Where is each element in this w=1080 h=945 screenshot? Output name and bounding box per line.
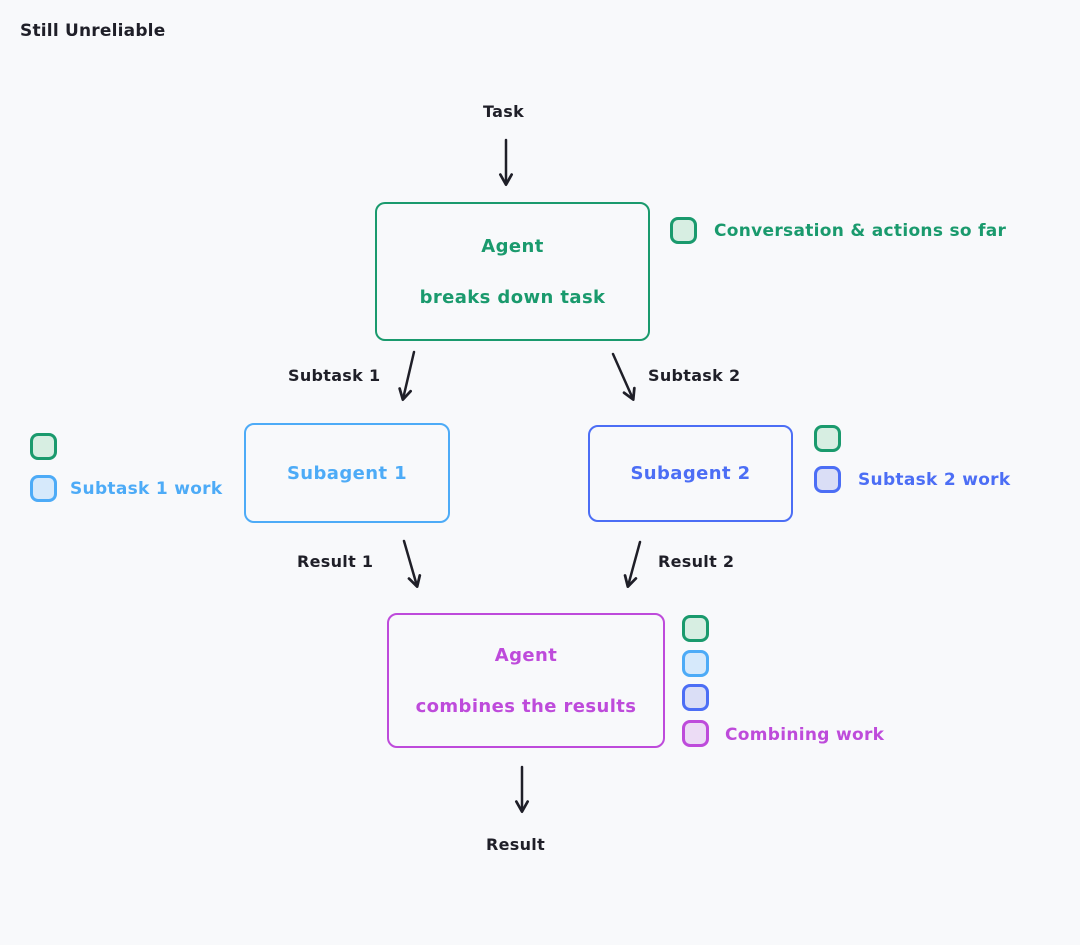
- subtask1-chip-blue: [30, 475, 57, 502]
- subtask1-chip-green: [30, 433, 57, 460]
- subagent2-node: Subagent 2: [588, 425, 793, 522]
- result2-label: Result 2: [658, 552, 735, 571]
- result-label: Result: [486, 835, 546, 854]
- conversation-chip-green: [670, 217, 697, 244]
- agent-combine-line1: Agent: [494, 644, 558, 666]
- task-label: Task: [483, 102, 525, 121]
- agent-combine-line2: combines the results: [415, 695, 637, 717]
- combining-chip-green: [682, 615, 709, 642]
- combining-chip-indigo: [682, 684, 709, 711]
- result1-label: Result 1: [297, 552, 374, 571]
- subagent1-node: Subagent 1: [244, 423, 450, 523]
- combining-chip-purple: [682, 720, 709, 747]
- arrow-agent-to-subagent2: [611, 352, 636, 401]
- subtask2-chip-indigo: [814, 466, 841, 493]
- agent-breakdown-node: Agent breaks down task: [375, 202, 650, 341]
- arrow-agent-to-subagent1: [398, 350, 416, 401]
- subtask1-legend-label: Subtask 1 work: [70, 479, 223, 499]
- subtask2-chip-green: [814, 425, 841, 452]
- agent-breakdown-line2: breaks down task: [419, 286, 606, 308]
- agent-breakdown-line1: Agent: [481, 235, 544, 257]
- arrow-subagent1-to-combine: [402, 539, 422, 588]
- subagent1-label: Subagent 1: [286, 462, 408, 484]
- subagent2-label: Subagent 2: [630, 463, 751, 484]
- arrow-subagent2-to-combine: [623, 540, 642, 588]
- subtask2-legend-label: Subtask 2 work: [858, 470, 1011, 490]
- agent-combine-node: Agent combines the results: [387, 613, 665, 748]
- subtask2-label: Subtask 2: [648, 366, 741, 385]
- diagram-title: Still Unreliable: [20, 21, 166, 41]
- conversation-legend-label: Conversation & actions so far: [714, 221, 1007, 241]
- combining-chip-blue: [682, 650, 709, 677]
- combining-legend-label: Combining work: [725, 725, 885, 745]
- subtask1-label: Subtask 1: [288, 366, 381, 385]
